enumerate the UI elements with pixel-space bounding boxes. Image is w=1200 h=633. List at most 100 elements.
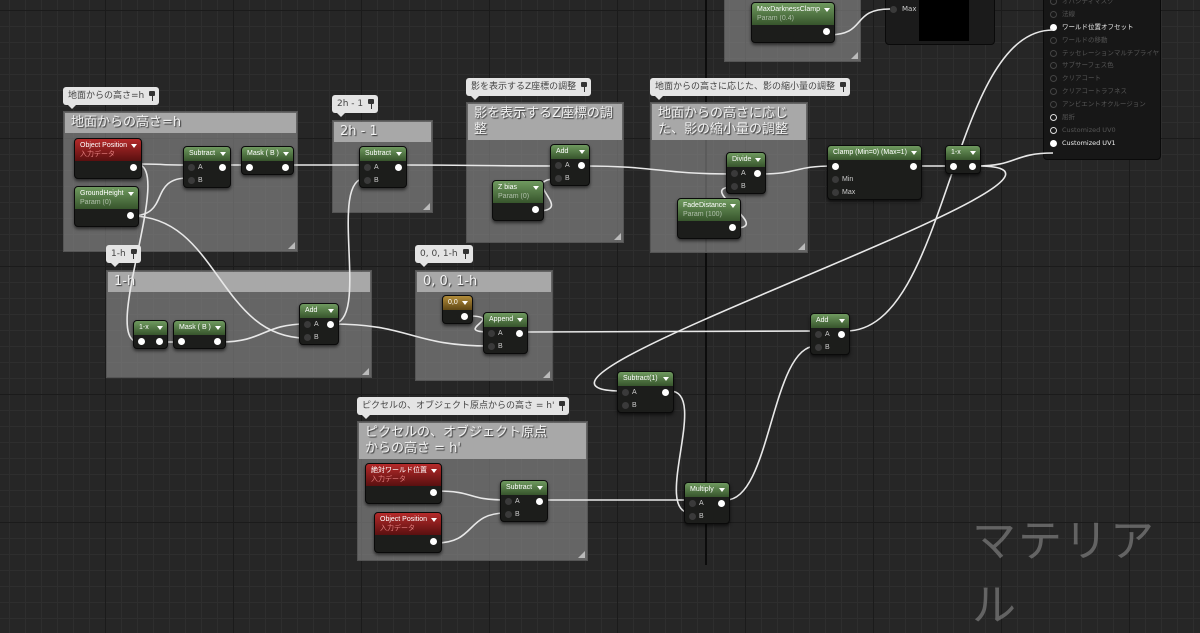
- comment-box-z-adjust[interactable]: 影を表示するZ座標の調整: [466, 102, 624, 243]
- output-pin[interactable]: [156, 338, 163, 345]
- dropdown-arrow-icon[interactable]: [719, 488, 725, 492]
- node-header[interactable]: 0,0: [443, 296, 472, 310]
- dropdown-arrow-icon[interactable]: [431, 469, 437, 473]
- output-pin[interactable]: [460, 313, 468, 320]
- material-output-pin[interactable]: アンビエントオクルージョン: [1044, 98, 1160, 111]
- pin-icon[interactable]: [1050, 10, 1057, 18]
- material-result-node[interactable]: オパシティマスク法線ワールド位置オフセットワールドの移動テッセレーションマルチプ…: [1043, 0, 1161, 160]
- node-header[interactable]: Divide: [727, 153, 766, 167]
- pin-icon[interactable]: [1050, 62, 1057, 70]
- output-pin[interactable]: [282, 164, 289, 171]
- pin-icon[interactable]: [1050, 139, 1057, 147]
- resize-handle[interactable]: [851, 52, 858, 59]
- input-pin[interactable]: [731, 170, 738, 177]
- material-output-pin[interactable]: サブサーフェス色: [1044, 59, 1160, 72]
- pin-icon[interactable]: [462, 249, 469, 259]
- dropdown-arrow-icon[interactable]: [431, 518, 438, 522]
- node-header[interactable]: Add: [811, 314, 849, 328]
- dropdown-arrow-icon[interactable]: [131, 144, 138, 148]
- output-pin[interactable]: [536, 498, 543, 505]
- material-output-node[interactable]: Max: [885, 0, 995, 45]
- output-pin[interactable]: [532, 206, 540, 213]
- pin-icon[interactable]: [1050, 23, 1057, 31]
- node-header[interactable]: Add: [551, 145, 589, 159]
- output-pin[interactable]: [327, 321, 334, 328]
- node-header[interactable]: Subtract: [501, 481, 547, 495]
- input-pin[interactable]: [188, 164, 195, 171]
- pin-icon[interactable]: [1050, 101, 1057, 109]
- material-output-pin[interactable]: クリアコート: [1044, 72, 1160, 85]
- resize-handle[interactable]: [578, 551, 585, 558]
- dropdown-arrow-icon[interactable]: [755, 158, 762, 162]
- pin-icon[interactable]: [581, 82, 588, 92]
- dropdown-arrow-icon[interactable]: [663, 377, 669, 381]
- material-output-pin[interactable]: テッセレーションマルチプライヤ: [1044, 47, 1160, 60]
- output-pin[interactable]: [718, 500, 725, 507]
- resize-handle[interactable]: [288, 242, 295, 249]
- max-input-pin[interactable]: [890, 6, 897, 13]
- comment-bubble[interactable]: 影を表示するZ座標の調整: [466, 78, 592, 100]
- input-pin[interactable]: [832, 189, 839, 196]
- node-header[interactable]: Subtract: [360, 147, 406, 161]
- dropdown-arrow-icon[interactable]: [970, 151, 976, 155]
- dropdown-arrow-icon[interactable]: [214, 326, 221, 330]
- resize-handle[interactable]: [362, 368, 369, 375]
- node-header[interactable]: Multiply: [685, 483, 729, 497]
- constant-2-vector-node[interactable]: 0,0: [442, 295, 473, 324]
- output-pin[interactable]: [909, 163, 917, 170]
- output-pin[interactable]: [213, 338, 221, 345]
- output-pin[interactable]: [126, 212, 134, 219]
- dropdown-arrow-icon[interactable]: [157, 326, 163, 330]
- dropdown-arrow-icon[interactable]: [730, 204, 737, 208]
- output-pin[interactable]: [430, 489, 437, 496]
- comment-bubble[interactable]: 1-h: [106, 245, 141, 267]
- pin-icon[interactable]: [1050, 49, 1057, 57]
- mask-b-node[interactable]: Mask ( B ): [241, 146, 294, 175]
- pin-icon[interactable]: [1050, 88, 1057, 96]
- input-pin[interactable]: [689, 500, 696, 507]
- output-pin[interactable]: [219, 164, 226, 171]
- input-pin[interactable]: [488, 330, 495, 337]
- pin-icon[interactable]: [368, 99, 375, 109]
- output-pin[interactable]: [754, 170, 762, 177]
- input-pin[interactable]: [950, 163, 957, 170]
- pin-icon[interactable]: [130, 249, 137, 259]
- pin-icon[interactable]: [559, 401, 566, 411]
- input-pin[interactable]: [622, 389, 629, 396]
- pin-icon[interactable]: [1050, 36, 1057, 44]
- node-header[interactable]: Subtract: [184, 147, 230, 161]
- input-pin[interactable]: [832, 163, 839, 170]
- dropdown-arrow-icon[interactable]: [396, 152, 402, 156]
- pin-icon[interactable]: [1050, 0, 1057, 5]
- node-header[interactable]: Add: [300, 304, 338, 318]
- material-output-pin[interactable]: ワールド位置オフセット: [1044, 21, 1160, 34]
- input-pin[interactable]: [731, 183, 738, 190]
- dropdown-arrow-icon[interactable]: [910, 151, 917, 155]
- input-pin[interactable]: [815, 344, 822, 351]
- node-header[interactable]: Append: [484, 313, 528, 327]
- dropdown-arrow-icon[interactable]: [328, 309, 334, 313]
- node-header[interactable]: Subtract(1): [618, 372, 673, 386]
- output-pin[interactable]: [516, 330, 524, 337]
- input-pin[interactable]: [138, 338, 145, 345]
- dropdown-arrow-icon[interactable]: [824, 8, 831, 12]
- material-output-pin[interactable]: ワールドの移動: [1044, 34, 1160, 47]
- output-pin[interactable]: [430, 538, 438, 545]
- comment-bubble[interactable]: ピクセルの、オブジェクト原点からの高さ = h': [357, 397, 570, 419]
- mask-b-node[interactable]: Mask ( B ): [173, 320, 226, 349]
- dropdown-arrow-icon[interactable]: [579, 150, 585, 154]
- output-pin[interactable]: [395, 164, 402, 171]
- dropdown-arrow-icon[interactable]: [839, 319, 845, 323]
- node-header[interactable]: 1-x: [946, 146, 980, 160]
- input-pin[interactable]: [555, 175, 562, 182]
- node-header[interactable]: 絶対ワールド位置入力データ: [366, 464, 441, 486]
